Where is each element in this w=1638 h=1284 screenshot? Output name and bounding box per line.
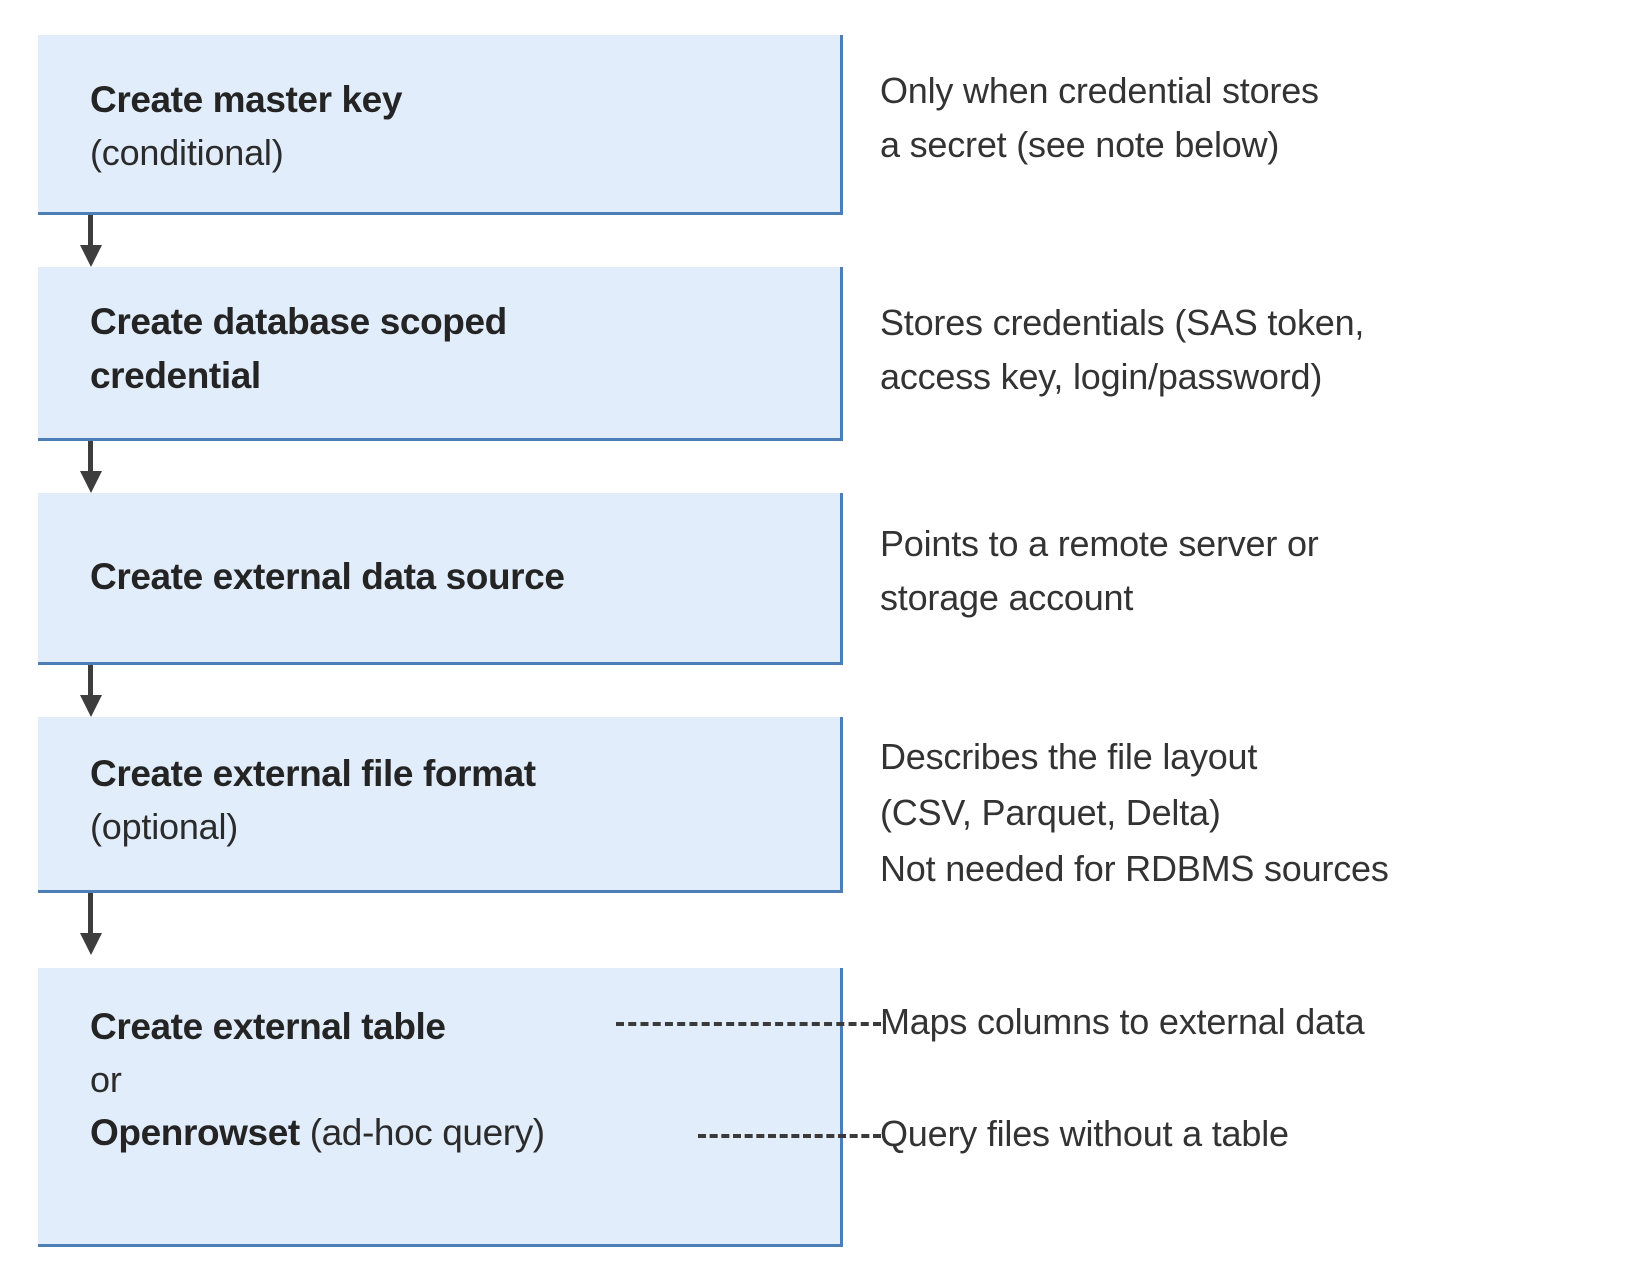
- arrow-step3-to-step4: [80, 665, 102, 717]
- step-title-create-external-table: Create external table: [90, 1006, 446, 1047]
- note-create-database-scoped-credential-line1: Stores credentials (SAS token,: [880, 302, 1365, 343]
- note-create-external-file-format-line2: (CSV, Parquet, Delta): [880, 792, 1221, 833]
- dashed-connector-openrowset: [698, 1134, 881, 1138]
- step-title-create-external-file-format: Create external file format: [90, 753, 536, 794]
- arrow-step2-to-step3: [80, 441, 102, 493]
- step-box-create-master-key[interactable]: Create master key (conditional): [38, 35, 843, 215]
- step-title-create-external-data-source: Create external data source: [90, 556, 565, 597]
- arrow-step4-to-step5: [80, 893, 102, 955]
- step-title-openrowset: Openrowset (ad-hoc query): [90, 1106, 830, 1160]
- step-subtitle-optional: (optional): [90, 806, 239, 847]
- note-create-master-key-line1: Only when credential stores: [880, 70, 1319, 111]
- step-subtitle-conditional: (conditional): [90, 132, 284, 173]
- note-create-external-file-format-line3: Not needed for RDBMS sources: [880, 848, 1389, 889]
- note-create-external-data-source-line2: storage account: [880, 577, 1134, 618]
- step-title-openrowset-qualifier: (ad-hoc query): [299, 1112, 545, 1153]
- step-box-create-external-data-source[interactable]: Create external data source: [38, 493, 843, 665]
- step-connector-or: or: [90, 1059, 122, 1100]
- arrow-step1-to-step2: [80, 215, 102, 267]
- note-create-external-table: Maps columns to external data: [880, 1001, 1365, 1042]
- step-title-create-master-key: Create master key: [90, 79, 403, 120]
- dashed-connector-external-table: [616, 1022, 881, 1026]
- step-box-create-database-scoped-credential[interactable]: Create database scoped credential: [38, 267, 843, 441]
- step-title-create-database-scoped-credential-line2: credential: [90, 355, 261, 396]
- note-create-database-scoped-credential-line2: access key, login/password): [880, 356, 1323, 397]
- step-title-openrowset-bold: Openrowset: [90, 1112, 300, 1153]
- step-title-create-database-scoped-credential-line1: Create database scoped: [90, 301, 507, 342]
- note-create-master-key-line2: a secret (see note below): [880, 124, 1280, 165]
- note-create-external-file-format-line1: Describes the file layout: [880, 736, 1258, 777]
- step-box-create-external-table-or-openrowset[interactable]: Create external table or Openrowset (ad-…: [38, 968, 843, 1247]
- step-box-create-external-file-format[interactable]: Create external file format (optional): [38, 717, 843, 893]
- note-create-external-data-source-line1: Points to a remote server or: [880, 523, 1319, 564]
- note-openrowset: Query files without a table: [880, 1113, 1289, 1154]
